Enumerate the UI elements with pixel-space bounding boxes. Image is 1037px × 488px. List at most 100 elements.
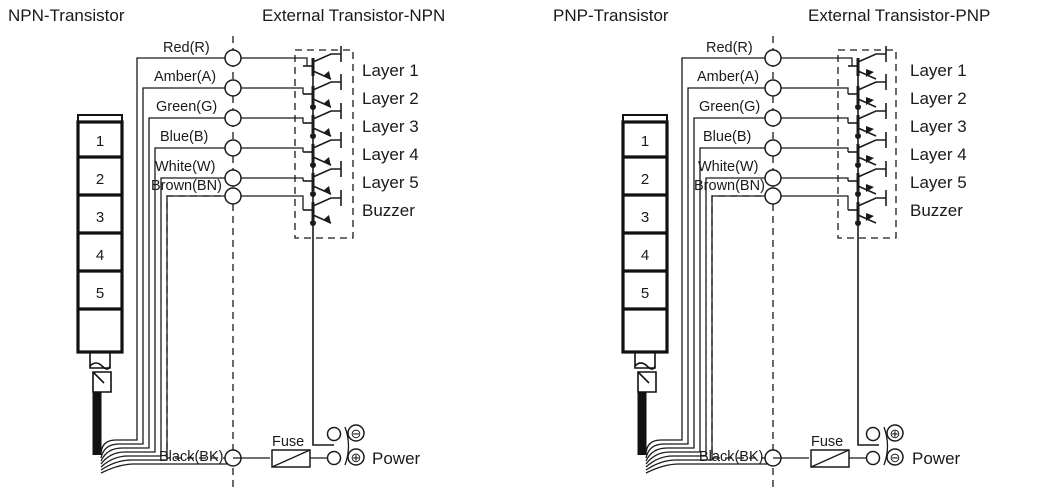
power-polarity-bottom: ⊕ (351, 450, 362, 465)
p3-emitter-arrow (866, 126, 874, 134)
transistor-layer-5 (303, 161, 342, 197)
output-label-layer-4: Layer 4 (362, 145, 419, 164)
power-terminal-bottom[interactable] (326, 450, 342, 466)
lead-buzzer-pnp (773, 195, 849, 210)
power-polarity-bottom-ring (347, 448, 365, 466)
output-label-layer-2-pnp: Layer 2 (910, 89, 967, 108)
t6-collector (312, 197, 341, 207)
transistor-layer-3 (303, 103, 342, 139)
transistor-layer-4-pnp (848, 132, 887, 168)
tower-segment-2: 2 (96, 171, 104, 188)
p2-rail-dot (855, 104, 861, 110)
p6-rail-dot (855, 220, 861, 226)
transistor-buzzer (303, 190, 342, 226)
terminal-brown[interactable] (224, 187, 242, 205)
power-connector-bracket-pnp (883, 426, 889, 466)
wire-black-path (100, 463, 233, 474)
npn-external-box (294, 49, 354, 239)
connector-wave-pnp (634, 362, 656, 370)
fuse-slash (271, 449, 311, 468)
npn-dashed-return (166, 195, 233, 459)
title-pnp-tower: PNP-Transistor (553, 6, 669, 25)
tower-body-pnp (621, 120, 669, 354)
wire-label-brown: Brown(BN) (151, 178, 222, 194)
output-label-layer-3: Layer 3 (362, 117, 419, 136)
terminal-amber[interactable] (224, 79, 242, 97)
output-label-layer-5: Layer 5 (362, 173, 419, 192)
terminal-red-pnp[interactable] (764, 49, 782, 67)
connector-body (92, 371, 112, 393)
wire-label-amber-pnp: Amber(A) (697, 69, 759, 85)
terminal-green[interactable] (224, 109, 242, 127)
title-npn-tower: NPN-Transistor (8, 6, 125, 25)
terminal-white-pnp[interactable] (764, 169, 782, 187)
terminal-white[interactable] (224, 169, 242, 187)
output-label-layer-4-pnp: Layer 4 (910, 145, 967, 164)
lead-layer-2-pnp (773, 87, 849, 94)
fuse-label: Fuse (272, 434, 304, 450)
t1-emitter-arrow (323, 71, 331, 80)
output-label-layer-3-pnp: Layer 3 (910, 117, 967, 136)
power-polarity-bottom-ring-pnp (886, 448, 904, 466)
fuse-label-pnp: Fuse (811, 434, 843, 450)
pnp-common-rail (857, 66, 879, 446)
output-label-layer-1-pnp: Layer 1 (910, 61, 967, 80)
power-label: Power (372, 449, 421, 468)
terminal-green-pnp[interactable] (764, 109, 782, 127)
power-terminal-top[interactable] (326, 426, 342, 442)
terminal-blue[interactable] (224, 139, 242, 157)
wire-blue-path-pnp (645, 147, 773, 465)
p3-rail-dot (855, 133, 861, 139)
tower-segment-4: 4 (96, 247, 104, 264)
lead-layer-4-pnp (773, 147, 849, 152)
p6-emitter-arrow (866, 213, 874, 221)
stack-light-tower-npn: 1 2 3 4 5 (76, 114, 124, 455)
power-terminal-top-pnp[interactable] (865, 426, 881, 442)
lead-layer-1-pnp (773, 57, 853, 66)
pnp-section: 1 2 3 4 5 (621, 36, 967, 488)
power-terminal-bottom-pnp[interactable] (865, 450, 881, 466)
tower-segment-pnp-2: 2 (641, 171, 649, 188)
title-npn-external: External Transistor-NPN (262, 6, 445, 25)
wire-brown-path-pnp (645, 195, 773, 471)
t3-collector (312, 110, 341, 120)
output-label-layer-1: Layer 1 (362, 61, 419, 80)
t3-emitter-arrow (323, 128, 331, 137)
wire-label-green-pnp: Green(G) (699, 99, 760, 115)
wire-label-black: Black(BK) (159, 449, 223, 465)
wire-red-path-pnp (645, 57, 773, 456)
terminal-brown-pnp[interactable] (764, 187, 782, 205)
npn-transistor-bank (303, 46, 342, 226)
terminal-red[interactable] (224, 49, 242, 67)
p4-rail-dot (855, 162, 861, 168)
tower-segment-5: 5 (96, 285, 104, 302)
tower-segment-pnp-1: 1 (641, 133, 649, 150)
wire-amber-path (100, 87, 233, 459)
npn-external-leads (233, 57, 308, 210)
tower-segment-3: 3 (96, 209, 104, 226)
fuse-slash-pnp (810, 449, 850, 468)
connector-slash (92, 371, 105, 384)
wire-label-white: White(W) (155, 159, 215, 175)
p1-collector (857, 53, 886, 63)
wire-green-path (100, 117, 233, 462)
npn-common-rail (312, 66, 334, 446)
output-label-buzzer-pnp: Buzzer (910, 201, 963, 220)
terminal-blue-pnp[interactable] (764, 139, 782, 157)
pnp-dashed-return (711, 195, 773, 459)
wire-label-red: Red(R) (163, 40, 210, 56)
lead-layer-3 (233, 117, 304, 123)
p5-collector (857, 168, 886, 178)
wire-brown-path (100, 195, 233, 471)
t3-rail-dot (310, 133, 316, 139)
terminal-amber-pnp[interactable] (764, 79, 782, 97)
wire-label-white-pnp: White(W) (698, 159, 758, 175)
transistor-layer-4 (303, 132, 342, 168)
output-label-layer-2: Layer 2 (362, 89, 419, 108)
wire-label-blue: Blue(B) (160, 129, 208, 145)
power-polarity-top-pnp: ⊕ (890, 426, 901, 441)
tower-segment-1: 1 (96, 133, 104, 150)
wire-white-path (100, 177, 233, 468)
connector-wave (89, 362, 111, 370)
